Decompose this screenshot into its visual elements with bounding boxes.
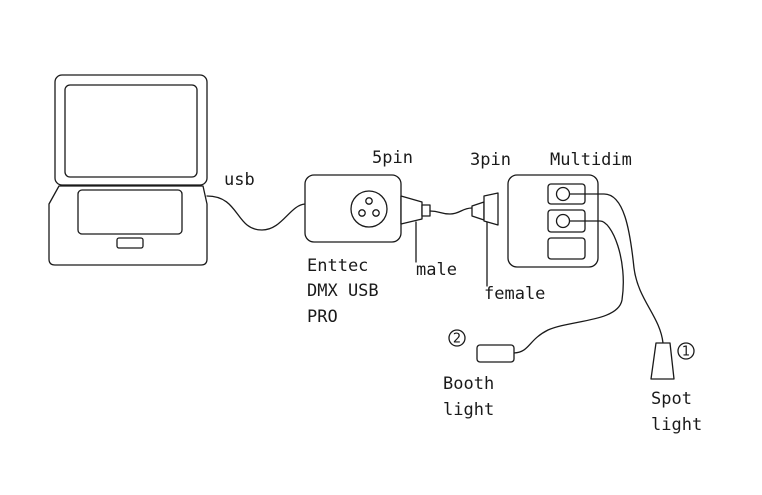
booth-marker: 2 [448, 329, 466, 347]
usb-cable [206, 195, 306, 231]
laptop-icon [48, 74, 208, 266]
svg-text:1: 1 [682, 345, 690, 360]
spot-light-icon [650, 342, 675, 380]
spot-light-label-line2: light [651, 415, 702, 435]
booth-light-cable [513, 220, 624, 354]
male-label: male [416, 260, 457, 280]
enttec-label-line2: DMX USB [307, 281, 379, 301]
male-connector-icon [400, 195, 431, 263]
three-pin-label: 3pin [470, 150, 511, 170]
booth-light-icon [476, 344, 515, 363]
svg-text:2: 2 [453, 332, 461, 347]
enttec-label-line1: Enttec [307, 256, 368, 276]
enttec-label-line3: PRO [307, 307, 338, 327]
five-pin-label: 5pin [372, 148, 413, 168]
spot-light-label-line1: Spot [651, 389, 692, 409]
adapter-cable [429, 207, 473, 215]
booth-light-label-line1: Booth [443, 374, 494, 394]
usb-label: usb [224, 170, 255, 190]
booth-light-label-line2: light [443, 400, 494, 420]
multidim-label: Multidim [550, 150, 632, 170]
spot-marker: 1 [677, 342, 695, 360]
enttec-interface-icon [304, 174, 402, 243]
spot-light-cable [569, 193, 664, 344]
female-label: female [484, 284, 545, 304]
female-connector-icon [471, 192, 499, 287]
